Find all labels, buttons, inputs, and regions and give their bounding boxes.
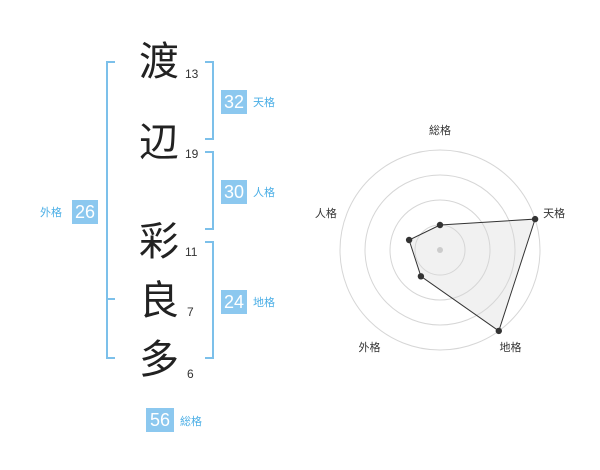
radar-axis-label-1: 総格 bbox=[429, 123, 451, 137]
radar-point-3 bbox=[495, 327, 502, 335]
radar-axis-label-2: 天格 bbox=[543, 206, 565, 220]
jinkaku-value-badge: 30 bbox=[221, 180, 247, 204]
radar-axis-label-5: 人格 bbox=[315, 206, 337, 220]
name-char-5: 多 bbox=[139, 337, 179, 383]
radar-data-polygon bbox=[408, 218, 536, 332]
name-char-3: 彩 bbox=[139, 219, 179, 265]
stroke-count-3: 11 bbox=[185, 245, 198, 259]
radar-grid-ring-3 bbox=[364, 174, 516, 326]
soukaku-value-badge: 56 bbox=[146, 408, 174, 432]
soukaku-label: 総格 bbox=[180, 415, 202, 428]
chikaku-label: 地格 bbox=[253, 296, 275, 309]
radar-point-4 bbox=[417, 273, 425, 280]
name-char-2: 辺 bbox=[139, 120, 179, 166]
stroke-count-4: 7 bbox=[187, 305, 194, 319]
stroke-count-1: 13 bbox=[185, 67, 199, 81]
chikaku-value-badge: 24 bbox=[221, 290, 247, 314]
name-char-1: 渡 bbox=[139, 39, 179, 85]
radar-center-dot bbox=[437, 247, 443, 253]
radar-point-1 bbox=[436, 221, 444, 229]
radar-grid-ring-2 bbox=[389, 199, 491, 301]
radar-axis-label-3: 地格 bbox=[500, 340, 522, 354]
stroke-count-2: 19 bbox=[185, 147, 199, 161]
gaikaku-value-badge: 26 bbox=[72, 200, 98, 224]
radar-point-5 bbox=[405, 236, 413, 244]
gaikaku-label: 外格 bbox=[40, 206, 62, 219]
tenkaku-value-badge: 32 bbox=[221, 90, 247, 114]
radar-point-2 bbox=[531, 215, 539, 223]
jinkaku-label: 人格 bbox=[253, 186, 275, 199]
radar-axis-label-4: 外格 bbox=[359, 340, 381, 354]
name-char-4: 良 bbox=[139, 278, 179, 324]
radar-grid-ring-4 bbox=[339, 149, 541, 351]
tenkaku-label: 天格 bbox=[253, 96, 275, 109]
stroke-count-5: 6 bbox=[187, 367, 194, 381]
